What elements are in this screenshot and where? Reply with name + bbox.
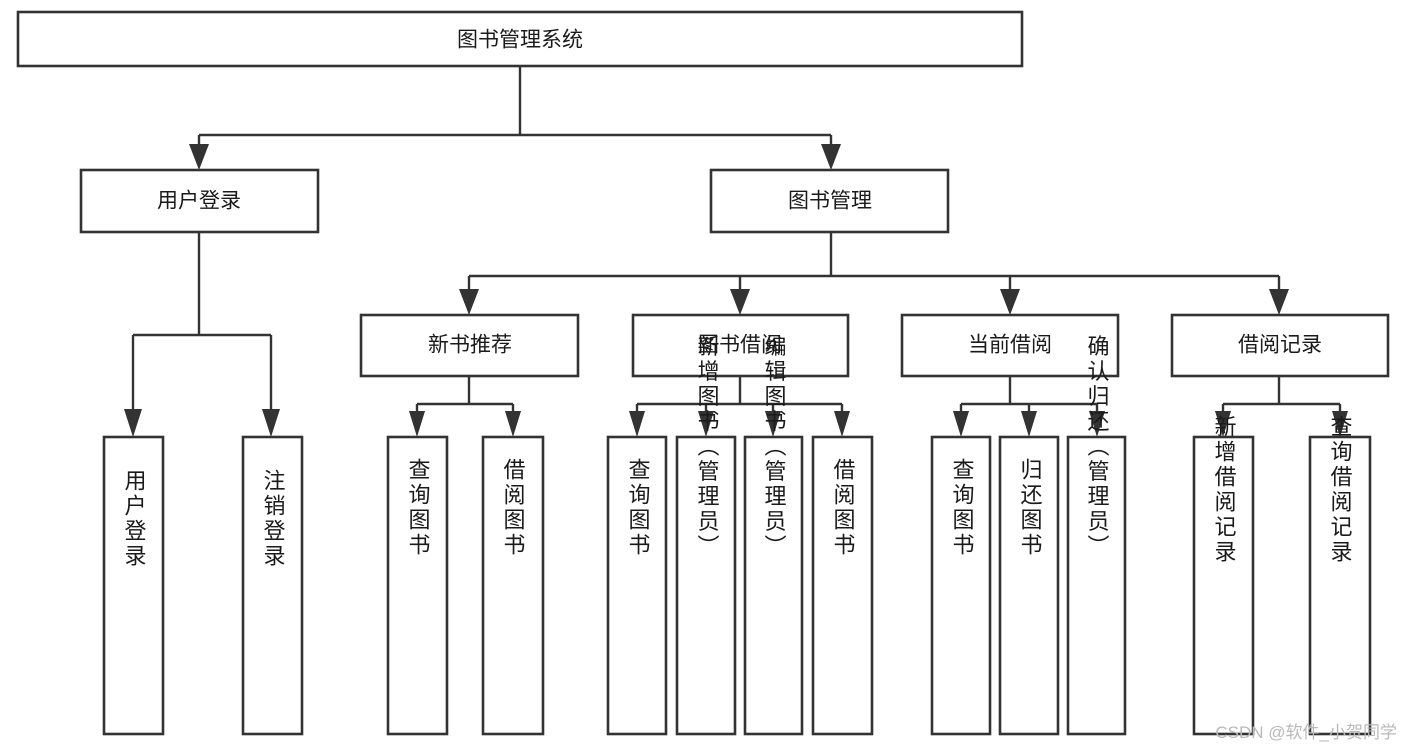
node-leaf-query-book-recommend-label: 查询图书 (406, 458, 431, 558)
node-root-label: 图书管理系统 (457, 29, 583, 52)
node-leaf-query-book-current[interactable]: 查询图书 (930, 435, 992, 736)
node-leaf-query-borrow-record-label: 查询借阅记录 (1328, 415, 1353, 565)
node-leaf-query-borrow-record-box[interactable] (1308, 435, 1372, 736)
node-new-book-recommend-label: 新书推荐 (428, 334, 512, 357)
node-leaf-confirm-return-admin[interactable]: 确认归还（管理员） (1066, 335, 1127, 736)
node-leaf-add-book-admin-box[interactable] (675, 435, 737, 736)
node-leaf-query-book-borrow-label: 查询图书 (626, 458, 651, 558)
arrow-head-leaf-query-book-current (953, 411, 969, 437)
csdn-watermark: CSDN @软件_小贺同学 (1215, 723, 1397, 742)
node-root[interactable]: 图书管理系统 (16, 10, 1024, 68)
node-leaf-query-borrow-record[interactable]: 查询借阅记录 (1308, 415, 1372, 736)
node-leaf-logout-login-label: 注销登录 (261, 469, 286, 569)
node-leaf-borrow-book-recommend-box[interactable] (481, 435, 545, 736)
arrow-head-leaf-confirm-return-admin (1089, 411, 1105, 437)
node-book-management-box[interactable] (709, 168, 950, 234)
node-leaf-query-book-borrow[interactable]: 查询图书 (606, 435, 668, 736)
node-user-login-label: 用户登录 (157, 190, 241, 213)
node-leaf-user-login[interactable]: 用户登录 (102, 435, 165, 736)
node-leaf-borrow-book-recommend[interactable]: 借阅图书 (481, 435, 545, 736)
arrow-head-leaf-query-book-borrow (629, 411, 645, 437)
node-leaf-edit-book-admin[interactable]: 编辑图书（管理员） (743, 335, 804, 736)
node-leaf-user-login-label: 用户登录 (122, 469, 147, 569)
node-root-box[interactable] (16, 10, 1024, 68)
node-borrow-record-box[interactable] (1170, 313, 1390, 378)
arrow-head-user-login (189, 144, 209, 170)
node-leaf-borrow-book-recommend-label: 借阅图书 (501, 458, 526, 558)
node-current-borrow[interactable]: 当前借阅 (900, 313, 1120, 378)
node-current-borrow-box[interactable] (900, 313, 1120, 378)
node-borrow-record[interactable]: 借阅记录 (1170, 313, 1390, 378)
node-leaf-confirm-return-admin-box[interactable] (1066, 435, 1127, 736)
node-book-borrow[interactable]: 图书借阅 (631, 313, 850, 378)
node-user-login-box[interactable] (79, 168, 320, 234)
node-leaf-add-borrow-record[interactable]: 新增借阅记录 (1192, 415, 1255, 736)
arrow-head-leaf-borrow-book-recommend (505, 411, 521, 437)
node-leaf-user-login-box[interactable] (102, 435, 165, 736)
node-leaf-logout-login[interactable]: 注销登录 (241, 435, 304, 736)
node-new-book-recommend-box[interactable] (359, 313, 580, 378)
arrow-head-leaf-edit-book-admin (765, 411, 781, 437)
node-leaf-add-borrow-record-box[interactable] (1192, 435, 1255, 736)
arrow-head-leaf-query-borrow-record (1332, 411, 1348, 437)
node-leaf-add-book-admin-label: 新增图书（管理员） (695, 335, 720, 560)
arrow-head-leaf-user-login (124, 409, 142, 437)
arrow-head-borrow-record (1269, 289, 1289, 315)
node-new-book-recommend[interactable]: 新书推荐 (359, 313, 580, 378)
node-leaf-query-book-borrow-box[interactable] (606, 435, 668, 736)
node-leaf-query-book-recommend[interactable]: 查询图书 (386, 435, 449, 736)
arrow-head-leaf-add-book-admin (698, 411, 714, 437)
arrow-head-book-management (821, 144, 841, 170)
node-book-borrow-box[interactable] (631, 313, 850, 378)
node-book-borrow-label: 图书借阅 (698, 334, 782, 357)
connector-layer (124, 66, 1348, 437)
node-leaf-add-book-admin[interactable]: 新增图书（管理员） (675, 335, 737, 736)
node-book-management-label: 图书管理 (788, 190, 872, 213)
node-leaf-query-book-recommend-box[interactable] (386, 435, 449, 736)
node-leaf-edit-book-admin-box[interactable] (743, 435, 804, 736)
node-user-login[interactable]: 用户登录 (79, 168, 320, 234)
node-leaf-confirm-return-admin-label: 确认归还（管理员） (1085, 335, 1110, 560)
arrow-head-new-book-recommend (459, 289, 479, 315)
arrow-head-book-borrow (730, 289, 750, 315)
node-leaf-query-book-current-box[interactable] (930, 435, 992, 736)
node-leaf-borrow-book[interactable]: 借阅图书 (811, 435, 874, 736)
node-leaf-return-book[interactable]: 归还图书 (998, 435, 1060, 736)
node-leaf-borrow-book-box[interactable] (811, 435, 874, 736)
arrow-head-current-borrow (1000, 289, 1020, 315)
node-leaf-return-book-label: 归还图书 (1018, 458, 1043, 558)
arrow-head-leaf-query-book-recommend (409, 411, 425, 437)
arrow-head-leaf-return-book (1021, 411, 1037, 437)
arrow-head-leaf-borrow-book (834, 411, 850, 437)
node-borrow-record-label: 借阅记录 (1238, 334, 1322, 357)
node-leaf-return-book-box[interactable] (998, 435, 1060, 736)
arrow-head-leaf-logout-login (262, 409, 280, 437)
node-book-management[interactable]: 图书管理 (709, 168, 950, 234)
arrow-head-leaf-add-borrow-record (1215, 411, 1231, 437)
node-current-borrow-label: 当前借阅 (968, 334, 1052, 357)
node-leaf-add-borrow-record-label: 新增借阅记录 (1212, 415, 1237, 565)
node-leaf-logout-login-box[interactable] (241, 435, 304, 736)
node-leaf-query-book-current-label: 查询图书 (950, 458, 975, 558)
node-leaf-edit-book-admin-label: 编辑图书（管理员） (762, 335, 787, 560)
node-leaf-borrow-book-label: 借阅图书 (831, 458, 856, 558)
